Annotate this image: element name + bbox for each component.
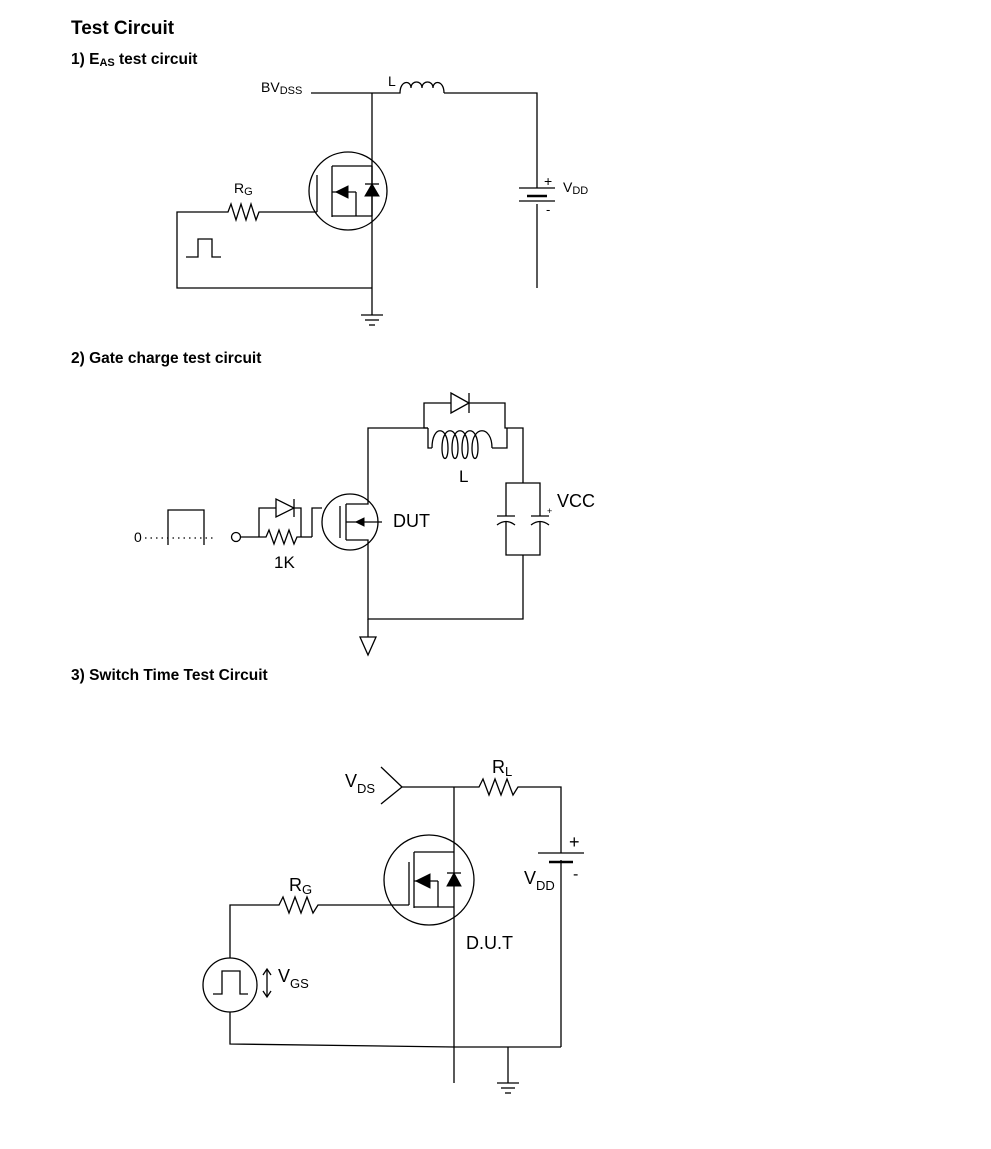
gate-charge-wires [241,427,524,637]
eas-battery-symbol [519,187,555,202]
switch-time-plus-label: + [569,832,580,852]
eas-inductor-symbol [391,81,445,94]
gate-charge-vcc-label: VCC [557,491,595,511]
eas-rg-label: RG [234,180,253,198]
switch-time-rg-resistor-symbol [274,895,323,915]
gate-charge-capacitor-bank: + [496,482,552,556]
switch-time-wires [229,766,562,1083]
section-1-title: 1) EAS test circuit [71,51,198,69]
switch-time-test-circuit-diagram: VDS RL + - VDD RG D.U.T VGS [202,757,584,1094]
eas-inductor-label: L [388,73,396,89]
gate-charge-mosfet-symbol [321,493,382,551]
switch-time-rl-resistor-symbol [474,777,524,797]
section-2-title: 2) Gate charge test circuit [71,350,262,367]
gate-charge-cap-plus-label: + [547,506,552,516]
switch-time-dut-label: D.U.T [466,933,513,953]
switch-time-pulse-source-icon [202,957,258,1013]
gate-charge-ground-icon [358,636,378,657]
eas-vdd-plus-label: + [544,173,552,189]
eas-vdd-minus-label: - [546,202,550,217]
switch-time-ground-icon [497,1047,519,1094]
gate-charge-input-terminal [230,531,242,543]
switch-time-minus-label: - [573,866,578,883]
gate-charge-inductor-diode [423,391,508,460]
switch-time-mosfet-symbol [383,834,475,926]
gate-charge-test-circuit-diagram: 0 + [134,391,595,657]
eas-pulse-icon [186,238,221,258]
switch-time-vds-label: VDS [345,771,375,796]
eas-bvdss-label: BVDSS [261,79,302,97]
gate-charge-pulse-icon [167,509,205,545]
gate-charge-inductor-label: L [459,467,468,486]
eas-mosfet-symbol [308,151,388,231]
section-3-title: 3) Switch Time Test Circuit [71,667,268,684]
switch-time-vgs-label: VGS [278,966,309,991]
switch-time-vdd-label: VDD [524,868,555,893]
switch-time-rl-label: RL [492,757,512,779]
eas-test-circuit-diagram: BVDSS L RG + VDD - [176,73,588,326]
gate-charge-zero-label: 0 [134,529,142,545]
gate-charge-dut-label: DUT [393,511,430,531]
page-title: Test Circuit [71,18,175,39]
switch-time-battery-symbol [538,845,584,864]
eas-wires [176,92,538,315]
switch-time-rg-label: RG [289,875,312,897]
eas-vdd-label: VDD [563,179,588,197]
gate-charge-gate-network [258,497,322,546]
gate-charge-resistor-label: 1K [274,553,295,572]
eas-gate-resistor-symbol [223,201,262,223]
eas-ground-icon [361,314,383,326]
switch-time-vgs-arrow-icon [262,967,272,999]
